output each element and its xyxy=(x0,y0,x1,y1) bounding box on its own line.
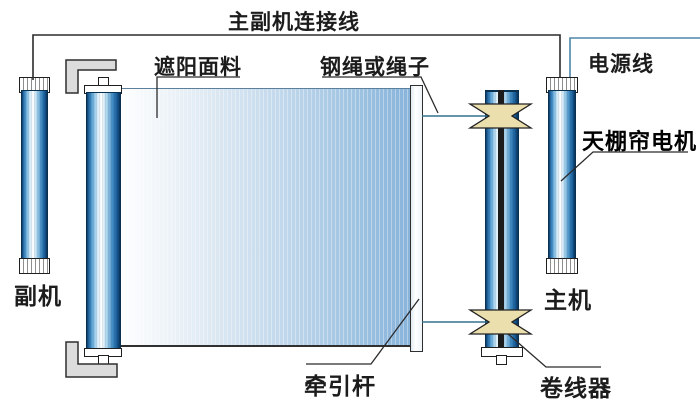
roller-bottom-knob xyxy=(98,355,109,366)
connection-wire xyxy=(32,34,561,80)
shade-fabric-label: 遮阳面料 xyxy=(154,56,242,79)
ceiling-motor-label: 天棚帘电机 xyxy=(582,129,698,154)
main-motor-bottom-cap xyxy=(546,258,578,274)
connection-line-label: 主副机连接线 xyxy=(228,11,360,34)
main-unit-label: 主机 xyxy=(544,287,592,313)
aux-unit-label: 副机 xyxy=(14,283,62,309)
guide-tube-base-stub xyxy=(496,355,507,365)
traction-rod-bar xyxy=(410,85,423,352)
wire-winder-label: 卷线器 xyxy=(540,375,612,400)
roller-tube-body xyxy=(86,92,121,350)
power-line-label: 电源线 xyxy=(588,53,654,76)
rope-through-tube xyxy=(498,90,504,347)
motor-pointer-line xyxy=(560,151,688,182)
aux-motor-bottom-cap xyxy=(19,258,50,274)
traction-rod-label: 牵引杆 xyxy=(304,373,376,399)
shade-fabric-panel xyxy=(119,88,410,347)
main-motor-body xyxy=(548,90,576,261)
aux-motor-body xyxy=(21,90,48,261)
steel-rope-label: 钢绳或绳子 xyxy=(320,56,430,79)
